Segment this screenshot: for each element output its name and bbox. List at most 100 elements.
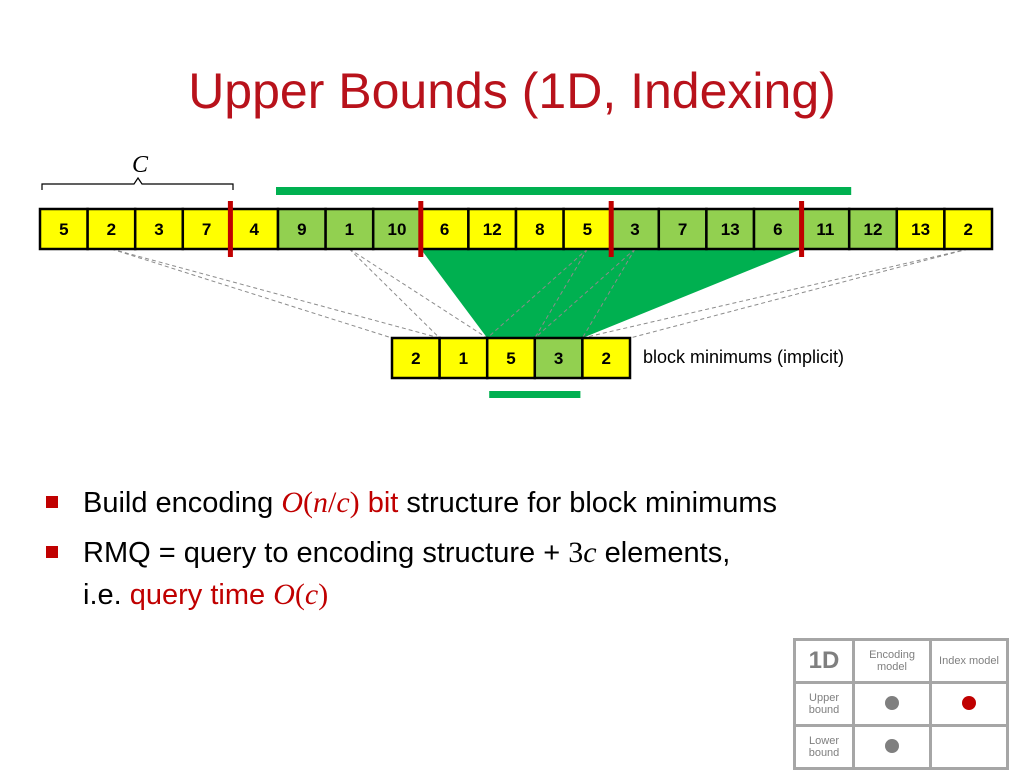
legend-row-upper: Upper bound: [793, 681, 855, 727]
array-cell-value: 1: [345, 220, 354, 239]
minimum-cell-value: 1: [459, 349, 468, 368]
bullet-text-red: query time: [129, 579, 274, 611]
bullet-text: structure for block minimums: [398, 487, 778, 519]
math-paren-open: (: [303, 486, 313, 519]
block-boundaries: [227, 201, 805, 257]
minimum-link-line: [581, 248, 636, 339]
bullet-text-red: bit: [359, 487, 399, 519]
array-cell: [895, 207, 946, 251]
block-boundary-marker: [418, 201, 424, 257]
array-cell: [38, 207, 89, 251]
bullet-list: Build encoding O(n/c) bit structure for …: [46, 482, 1006, 624]
block-size-label: C: [132, 152, 149, 178]
slide-title: Upper Bounds (1D, Indexing): [188, 63, 836, 119]
array-cell-value: 13: [911, 220, 930, 239]
legend-cell: [852, 681, 932, 727]
minimum-link-line: [486, 248, 588, 339]
math-O: O: [281, 486, 303, 519]
gray-dot-icon: [885, 695, 899, 710]
array-cell-value: 13: [721, 220, 740, 239]
array-cell: [229, 207, 280, 251]
legend-corner: 1D: [793, 638, 855, 684]
block-boundary-marker: [799, 201, 805, 257]
legend-row-lower: Lower bound: [793, 724, 855, 770]
minimum-cell: [533, 336, 584, 380]
array-cell-value: 11: [816, 220, 834, 239]
minimum-cell: [390, 336, 441, 380]
array-cell-value: 8: [535, 220, 544, 239]
minimum-cell: [581, 336, 632, 380]
minimum-link-line: [582, 248, 969, 339]
array-cell: [609, 207, 661, 251]
math-O: O: [273, 578, 295, 611]
minimum-link-line: [534, 248, 636, 339]
red-dot-icon: [962, 695, 976, 710]
query-range-bar: [276, 187, 852, 195]
math-c: c: [336, 486, 350, 519]
bullet-text: Build encoding: [83, 487, 282, 519]
block-minimums-label: block minimums (implicit): [643, 347, 844, 367]
math-paren-open: (: [294, 578, 305, 611]
minimum-cell-value: 5: [506, 349, 515, 368]
model-legend-table: 1D Encoding model Index model Upper boun…: [793, 638, 1009, 770]
array-cell-value: 3: [630, 220, 639, 239]
array-cell: [847, 207, 899, 251]
math-n: n: [313, 486, 328, 519]
array-cell: [276, 207, 327, 251]
array-cell: [514, 207, 565, 251]
bullet-text: elements,: [596, 537, 731, 569]
array-cell: [943, 207, 994, 251]
bullet-square-icon: [46, 496, 58, 508]
bullet-text: RMQ = query to encoding structure +: [83, 537, 569, 569]
array-cell: [324, 207, 375, 251]
block-boundary-marker: [227, 201, 233, 257]
array-cell: [752, 207, 803, 251]
query-projection: [420, 249, 802, 338]
bullet-item: Build encoding O(n/c) bit structure for …: [46, 482, 1006, 524]
legend-cell: [852, 724, 932, 770]
array-cell: [800, 207, 851, 251]
minimum-link-line: [111, 248, 393, 339]
minimum-cell-value: 2: [411, 349, 420, 368]
array-cell: [705, 207, 756, 251]
array-cell-value: 9: [297, 220, 306, 239]
math-3: 3: [568, 536, 584, 569]
array-cell-value: 2: [963, 220, 972, 239]
block-size-brace: [41, 176, 234, 190]
query-minimum-bar: [489, 391, 581, 398]
block-boundary-marker: [608, 201, 614, 257]
bullet-item: RMQ = query to encoding structure + 3c e…: [46, 532, 1006, 616]
bullet-square-icon: [46, 546, 58, 558]
legend-cell: [929, 724, 1009, 770]
block-to-minimum-links: [111, 248, 969, 339]
gray-dot-icon: [885, 738, 899, 753]
query-highlight: [276, 187, 852, 398]
minimum-link-line: [111, 248, 440, 339]
array-cell-value: 7: [202, 220, 211, 239]
minimum-link-line: [629, 248, 969, 339]
math-paren-close: ): [318, 578, 329, 611]
array-cell-value: 3: [154, 220, 163, 239]
minimum-cell-value: 3: [554, 349, 563, 368]
math-c: c: [583, 536, 597, 569]
minimum-link-line: [349, 248, 440, 339]
legend-cell: [929, 681, 1009, 727]
array-cell-value: 7: [678, 220, 687, 239]
bullet-text: i.e.: [83, 579, 130, 611]
array-cell-value: 5: [59, 220, 68, 239]
array-cell-value: 12: [483, 220, 502, 239]
legend-col-index: Index model: [929, 638, 1009, 684]
minimum-link-line: [534, 248, 588, 339]
minimum-link-line: [349, 248, 488, 339]
array-cell: [371, 207, 423, 251]
array-cell-value: 12: [864, 220, 883, 239]
array-cell-value: 5: [583, 220, 592, 239]
array-cell-value: 2: [107, 220, 116, 239]
array-cell: [467, 207, 518, 251]
array-cell-value: 4: [249, 220, 259, 239]
array-cell-value: 6: [440, 220, 449, 239]
array-cell-value: 6: [773, 220, 782, 239]
